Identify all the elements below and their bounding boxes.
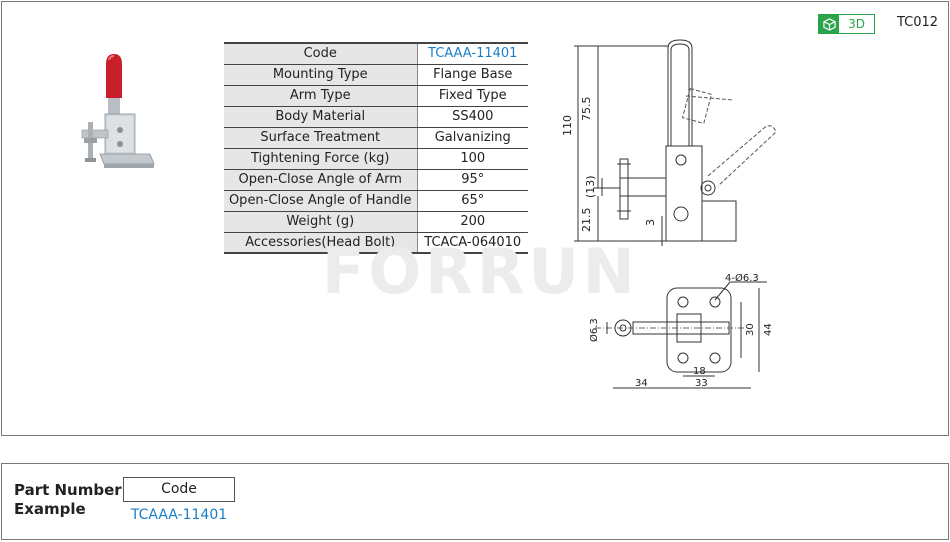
spec-row: Tightening Force (kg)100 — [224, 148, 528, 170]
series-code: TC012 — [897, 15, 939, 30]
spec-key: Code — [224, 42, 418, 65]
dim-21-5: 21.5 — [580, 208, 593, 233]
spec-key: Mounting Type — [224, 64, 418, 86]
dim-33: 33 — [695, 378, 708, 389]
side-view-drawing: 110 75.5 (13) 21.5 3 — [561, 39, 777, 246]
spec-key: Body Material — [224, 106, 418, 128]
spec-value[interactable]: TCAAA-11401 — [417, 42, 528, 65]
dim-phi: Ø6.3 — [588, 318, 600, 342]
spec-key: Arm Type — [224, 85, 418, 107]
cube-icon — [819, 15, 839, 33]
spec-row: Accessories(Head Bolt)TCACA-064010 — [224, 232, 528, 254]
spec-key: Accessories(Head Bolt) — [224, 232, 418, 254]
spec-key: Surface Treatment — [224, 127, 418, 149]
dim-13: (13) — [584, 175, 597, 198]
3d-model-button[interactable]: 3D — [818, 14, 875, 34]
dim-34: 34 — [635, 378, 648, 389]
spec-key: Weight (g) — [224, 211, 418, 233]
dim-44: 44 — [763, 323, 774, 336]
part-number-title-line2: Example — [14, 500, 86, 518]
code-example-value[interactable]: TCAAA-11401 — [130, 507, 228, 523]
dim-30: 30 — [745, 323, 756, 336]
3d-label: 3D — [848, 17, 865, 31]
top-view-drawing: 4-Ø6.3 Ø6.3 30 44 18 34 33 — [588, 272, 774, 389]
spec-value: Fixed Type — [417, 85, 528, 107]
spec-value: SS400 — [417, 106, 528, 128]
dim-3: 3 — [644, 219, 657, 226]
spec-value: 200 — [417, 211, 528, 233]
spec-row: Weight (g)200 — [224, 211, 528, 233]
product-image — [81, 54, 155, 168]
dim-75-5: 75.5 — [580, 97, 593, 122]
spec-value: 100 — [417, 148, 528, 170]
spec-value: 65° — [417, 190, 528, 212]
code-header-cell: Code — [123, 477, 235, 502]
spec-key: Tightening Force (kg) — [224, 148, 418, 170]
spec-key: Open-Close Angle of Handle — [224, 190, 418, 212]
spec-value: Galvanizing — [417, 127, 528, 149]
part-number-title-line1: Part Number — [14, 481, 122, 499]
dim-hole: 4-Ø6.3 — [725, 272, 759, 284]
spec-key: Open-Close Angle of Arm — [224, 169, 418, 191]
spec-value: TCACA-064010 — [417, 232, 528, 254]
dim-18: 18 — [693, 366, 706, 377]
dim-110: 110 — [561, 115, 574, 136]
spec-value: 95° — [417, 169, 528, 191]
watermark-logo: FORRUN — [322, 235, 639, 308]
part-number-title: Part Number Example — [14, 481, 122, 519]
spec-value: Flange Base — [417, 64, 528, 86]
